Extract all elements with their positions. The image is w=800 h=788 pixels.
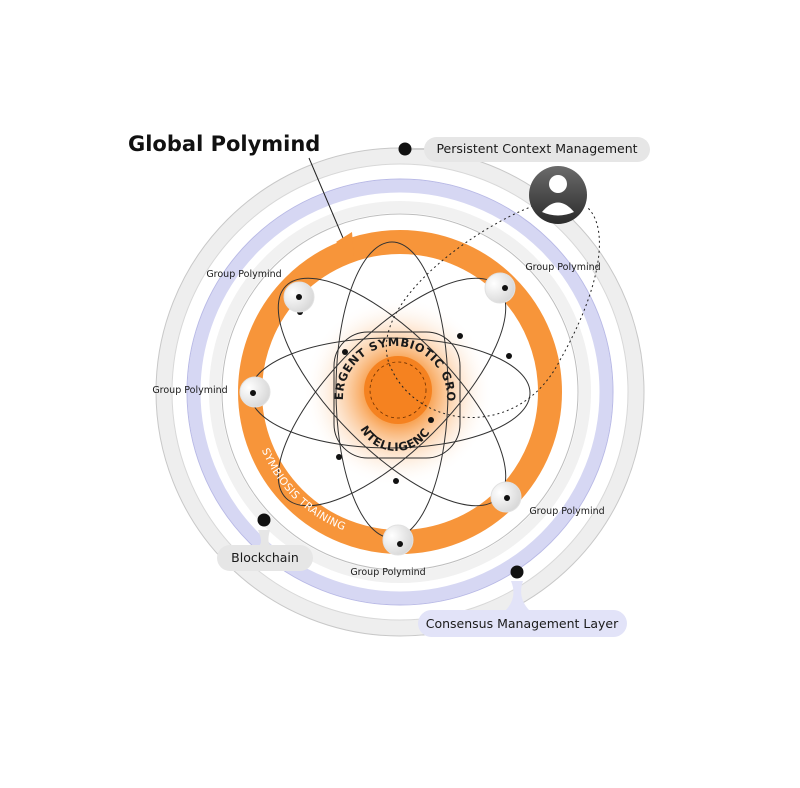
group-label-top-right: Group Polymind <box>525 262 600 273</box>
blockchain-anchor-dot <box>257 513 271 527</box>
inner-ring <box>209 201 591 583</box>
context-anchor-dot <box>398 142 412 156</box>
group-node-left <box>239 376 271 408</box>
consensus-anchor-dot <box>510 565 524 579</box>
group-label-left: Group Polymind <box>152 385 227 396</box>
context-pill <box>424 137 650 162</box>
diagram-title: Global Polymind <box>128 132 320 156</box>
group-node-bottom-right <box>490 481 522 513</box>
group-label-bottom: Group Polymind <box>350 567 425 578</box>
group-node-top-left <box>283 281 315 313</box>
group-label-bottom-right: Group Polymind <box>529 506 604 517</box>
title-pointer-line <box>308 157 344 239</box>
outer-ring <box>156 148 644 636</box>
inner-ring-edge <box>221 213 579 571</box>
consensus-pill-label: Consensus Management Layer <box>426 616 619 631</box>
core-center <box>364 356 432 424</box>
group-node-top-right <box>484 272 516 304</box>
blockchain-pill-label: Blockchain <box>231 550 299 565</box>
consensus-ring <box>187 179 613 605</box>
blockchain-pill <box>217 545 313 571</box>
title-pointer-arrow <box>336 232 354 256</box>
outer-ring-edge-inner <box>171 163 629 621</box>
group-node-bottom <box>382 524 414 556</box>
consensus-pill <box>418 610 627 637</box>
context-pill-label: Persistent Context Management <box>436 141 637 156</box>
blockchain-connector <box>258 530 272 546</box>
consensus-ring-edge <box>186 178 614 606</box>
consensus-connector <box>505 581 530 611</box>
group-label-top-left: Group Polymind <box>206 269 281 280</box>
avatar-dotted-link <box>385 205 600 418</box>
user-avatar-icon <box>529 166 587 224</box>
core-dashed-ring <box>369 361 427 419</box>
core-frame <box>333 331 461 459</box>
